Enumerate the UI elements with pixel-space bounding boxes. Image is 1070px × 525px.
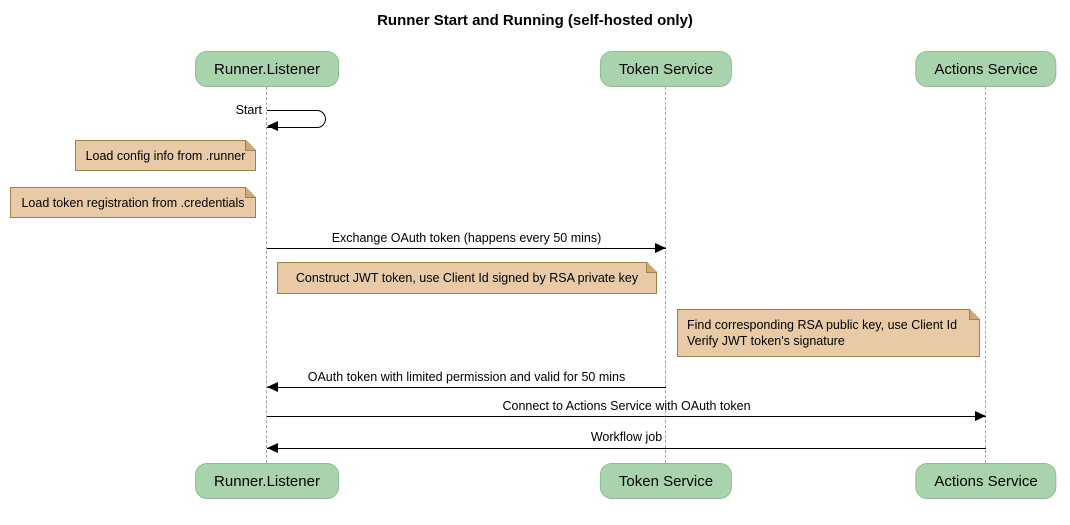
note-load-config: Load config info from .runner <box>75 140 256 171</box>
message-workflow-job-label: Workflow job <box>590 430 663 444</box>
actor-label: Actions Service <box>934 60 1038 78</box>
arrowhead-icon <box>655 243 666 253</box>
actor-label: Actions Service <box>934 472 1038 490</box>
folded-corner-icon <box>245 187 256 198</box>
note-text: Load config info from .runner <box>85 148 246 163</box>
arrowhead-icon <box>267 121 278 131</box>
diagram-title: Runner Start and Running (self-hosted on… <box>377 12 693 29</box>
arrowhead-icon <box>975 411 986 421</box>
actor-bottom-token-service: Token Service <box>599 463 733 499</box>
note-text-line2: Verify JWT token's signature <box>687 334 845 348</box>
lifeline-token-service <box>665 87 666 463</box>
actor-label: Runner.Listener <box>214 60 320 78</box>
note-text: Load token registration from .credential… <box>21 195 245 210</box>
actor-bottom-actions-service: Actions Service <box>915 463 1057 499</box>
self-message-loop <box>267 110 326 128</box>
note-load-token-registration: Load token registration from .credential… <box>10 187 256 218</box>
arrowhead-icon <box>267 382 278 392</box>
note-text-line1: Find corresponding RSA public key, use C… <box>687 318 958 332</box>
lifeline-runner-listener <box>266 87 267 463</box>
note-verify-jwt: Find corresponding RSA public key, use C… <box>677 309 980 357</box>
actor-label: Token Service <box>618 60 714 78</box>
message-workflow-job-line <box>267 448 986 449</box>
actor-top-actions-service: Actions Service <box>915 51 1057 87</box>
message-connect-actions-line <box>267 416 986 417</box>
note-text: Construct JWT token, use Client Id signe… <box>295 271 639 285</box>
message-start-label: Start <box>235 103 262 117</box>
message-exchange-token-label: Exchange OAuth token (happens every 50 m… <box>331 231 602 245</box>
arrowhead-icon <box>267 443 278 453</box>
message-connect-actions-label: Connect to Actions Service with OAuth to… <box>502 399 751 413</box>
message-oauth-return-line <box>267 387 666 388</box>
folded-corner-icon <box>969 309 980 320</box>
actor-top-runner-listener: Runner.Listener <box>195 51 339 87</box>
actor-bottom-runner-listener: Runner.Listener <box>195 463 339 499</box>
message-exchange-token-line <box>267 248 666 249</box>
folded-corner-icon <box>245 140 256 151</box>
actor-label: Runner.Listener <box>214 472 320 490</box>
actor-label: Token Service <box>618 472 714 490</box>
message-oauth-return-label: OAuth token with limited permission and … <box>307 370 626 384</box>
folded-corner-icon <box>646 262 657 273</box>
lifeline-actions-service <box>985 87 986 463</box>
note-construct-jwt: Construct JWT token, use Client Id signe… <box>277 262 657 294</box>
actor-top-token-service: Token Service <box>599 51 733 87</box>
